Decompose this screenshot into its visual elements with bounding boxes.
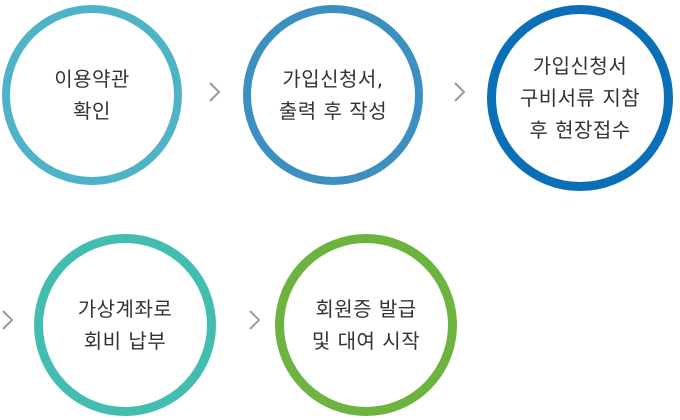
step-virtual-account-payment: 가상계좌로 회비 납부 [34, 234, 216, 416]
step-print-and-fill-form: 가입신청서, 출력 후 작성 [243, 5, 423, 185]
chevron-right-icon [249, 310, 261, 330]
step-onsite-submission: 가입신청서 구비서류 지참 후 현장접수 [487, 5, 673, 191]
step-terms-confirmation: 이용약관 확인 [2, 5, 182, 185]
step-label: 가입신청서, 출력 후 작성 [278, 67, 388, 123]
step-label: 가상계좌로 회비 납부 [77, 297, 173, 353]
step-label: 가입신청서 구비서류 지참 후 현장접수 [519, 54, 641, 142]
step-label: 회원증 발급 및 대여 시작 [311, 297, 421, 353]
chevron-right-icon [209, 82, 221, 102]
chevron-right-icon [454, 82, 466, 102]
chevron-right-icon [2, 310, 14, 330]
step-label: 이용약관 확인 [54, 67, 130, 123]
step-membership-card-issuance: 회원증 발급 및 대여 시작 [275, 234, 457, 416]
